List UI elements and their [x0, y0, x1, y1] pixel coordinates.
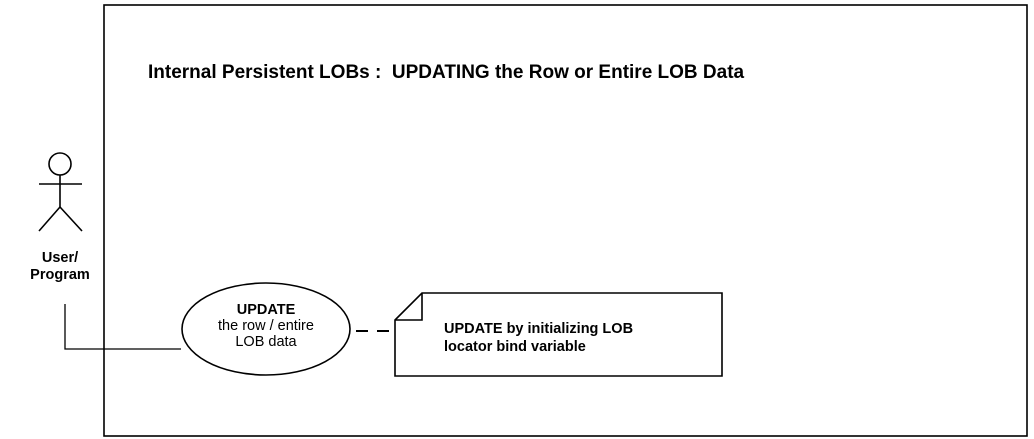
use-case-line-3: LOB data: [235, 334, 297, 350]
use-case-line-2: the row / entire: [218, 318, 314, 334]
note-line-1: UPDATE by initializing LOB: [444, 321, 634, 337]
note-shape: [394, 292, 723, 377]
association-line: [64, 304, 181, 350]
use-case-title: UPDATE: [236, 302, 296, 318]
actor-label-line-2: Program: [30, 267, 90, 283]
actor-label-line-1: User/: [41, 250, 79, 266]
diagram-title: Internal Persistent LOBs : UPDATING the …: [148, 62, 745, 83]
actor-icon: [38, 152, 83, 232]
system-boundary: [103, 4, 1028, 437]
note-text: UPDATE by initializing LOB locator bind …: [444, 320, 724, 356]
use-case-label: UPDATE the row / entire LOB data: [180, 302, 352, 350]
note-line-2: locator bind variable: [444, 339, 586, 355]
use-case-ellipse: [181, 282, 351, 376]
actor-label: User/ Program: [0, 250, 120, 284]
